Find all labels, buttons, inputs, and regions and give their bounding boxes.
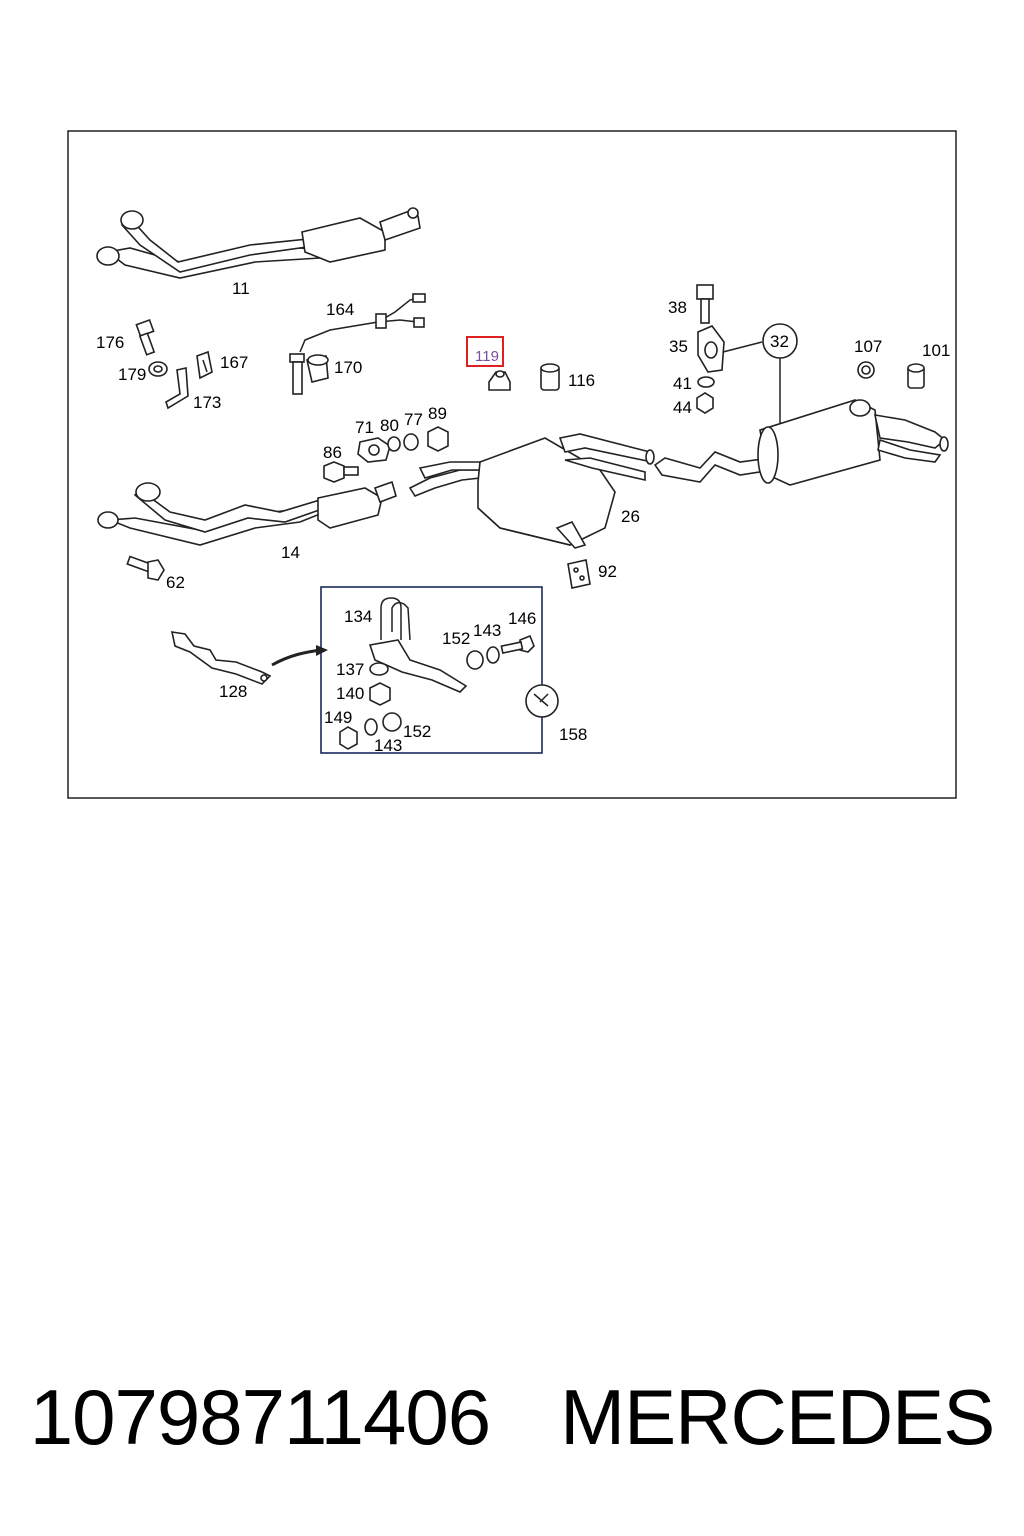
label-158: 158 xyxy=(559,725,587,744)
flange-71[interactable] xyxy=(357,437,391,463)
label-26: 26 xyxy=(621,507,640,526)
label-167: 167 xyxy=(220,353,248,372)
bushing-152a[interactable] xyxy=(466,650,484,670)
u-bolt-134[interactable] xyxy=(380,597,411,641)
label-152b: 152 xyxy=(403,722,431,741)
label-149: 149 xyxy=(324,708,352,727)
label-146: 146 xyxy=(508,609,536,628)
middle-silencer-26[interactable] xyxy=(408,433,655,549)
label-137: 137 xyxy=(336,660,364,679)
label-86: 86 xyxy=(323,443,342,462)
highlight-box-119 xyxy=(466,336,504,367)
bolt-176[interactable] xyxy=(135,318,156,356)
bushing-152b[interactable] xyxy=(382,712,402,732)
oxygen-sensor-164[interactable] xyxy=(289,293,426,395)
label-143b: 143 xyxy=(374,736,402,755)
rear-silencer-32[interactable] xyxy=(653,399,949,486)
nut-44[interactable] xyxy=(696,392,714,414)
label-41: 41 xyxy=(673,374,692,393)
label-77: 77 xyxy=(404,410,423,429)
bolt-86[interactable] xyxy=(323,461,359,483)
label-176: 176 xyxy=(96,333,124,352)
nut-89[interactable] xyxy=(427,426,449,452)
label-140: 140 xyxy=(336,684,364,703)
label-116: 116 xyxy=(568,371,595,390)
part-number: 10798711406 xyxy=(29,1373,491,1461)
bolt-62[interactable] xyxy=(126,555,165,581)
label-35: 35 xyxy=(669,337,688,356)
caption-bar: 10798711406 MERCEDES xyxy=(0,1372,1024,1472)
label-101: 101 xyxy=(922,341,950,360)
rubber-buffer-119[interactable] xyxy=(488,370,511,391)
bracket-167[interactable] xyxy=(196,350,213,380)
label-179: 179 xyxy=(118,365,146,384)
label-80: 80 xyxy=(380,416,399,435)
washer-41[interactable] xyxy=(697,376,715,388)
label-32: 32 xyxy=(770,332,789,351)
clip-170[interactable] xyxy=(306,354,329,383)
bracket-173[interactable] xyxy=(165,367,189,410)
label-44: 44 xyxy=(673,398,692,417)
washer-143b[interactable] xyxy=(364,718,378,736)
washer-137[interactable] xyxy=(369,662,389,676)
ring-107[interactable] xyxy=(857,361,875,379)
nut-149[interactable] xyxy=(339,726,358,750)
hanger-92[interactable] xyxy=(567,559,591,589)
label-128: 128 xyxy=(219,682,247,701)
hanger-35[interactable] xyxy=(697,325,725,373)
label-11: 11 xyxy=(232,279,250,298)
label-170: 170 xyxy=(334,358,362,377)
label-143a: 143 xyxy=(473,621,501,640)
tool-158[interactable] xyxy=(525,684,559,718)
arrow-head xyxy=(316,645,328,656)
label-107: 107 xyxy=(854,337,882,356)
ring-80[interactable] xyxy=(387,436,401,452)
label-164: 164 xyxy=(326,300,354,319)
bolt-38[interactable] xyxy=(696,284,714,324)
label-152a: 152 xyxy=(442,629,470,648)
label-71: 71 xyxy=(355,418,374,437)
rubber-mount-116[interactable] xyxy=(540,363,560,391)
bolt-146[interactable] xyxy=(500,634,535,654)
label-62: 62 xyxy=(166,573,185,592)
nut-140[interactable] xyxy=(369,682,391,706)
front-pipe-11[interactable] xyxy=(96,207,421,279)
bracket-inset[interactable] xyxy=(368,639,468,693)
bracket-128[interactable] xyxy=(170,631,272,685)
washer-143a[interactable] xyxy=(486,646,500,664)
brand-name: MERCEDES xyxy=(560,1373,995,1461)
rubber-mount-101[interactable] xyxy=(907,363,925,389)
label-38: 38 xyxy=(668,298,687,317)
label-14: 14 xyxy=(281,543,300,562)
ring-77[interactable] xyxy=(403,433,419,451)
label-92: 92 xyxy=(598,562,617,581)
label-89: 89 xyxy=(428,404,447,423)
label-119: 119 xyxy=(475,348,499,365)
label-134: 134 xyxy=(344,607,372,626)
washer-179[interactable] xyxy=(148,361,168,377)
label-173: 173 xyxy=(193,393,221,412)
front-pipe-14[interactable] xyxy=(97,480,397,546)
